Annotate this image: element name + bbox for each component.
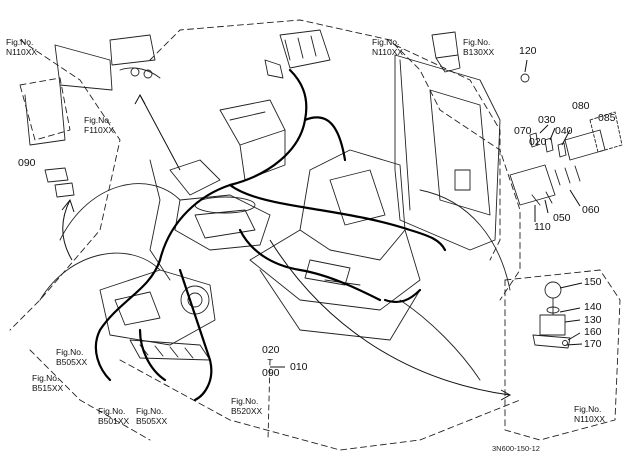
floor-dashed [119,359,521,451]
fig-prefix: Fig.No. [98,406,126,416]
leader-120 [524,59,528,73]
inset-box-dashed [504,269,621,441]
part-number-130[interactable]: 130 [584,314,602,326]
part-number-030[interactable]: 030 [538,114,556,126]
cab-outline-dashed [149,19,521,301]
bracket-inset [19,77,71,141]
fig-code: B515XX [32,383,64,393]
fig-code: N110XX [372,47,404,57]
battery [219,99,286,146]
part-number-020-range[interactable]: 020 [262,344,280,356]
fig-prefix: Fig.No. [231,396,259,406]
right-fender [419,189,511,291]
harness-cluster [99,269,216,346]
relay-block-top [279,29,331,69]
steering-console [174,194,271,251]
fig-ref-b505-left[interactable]: Fig.No. B505XX [56,347,87,367]
fig-ref-n110-top-mid[interactable]: Fig.No. N110XX [372,37,403,57]
part-number-040[interactable]: 040 [555,125,573,137]
part-number-010[interactable]: 010 [290,361,308,373]
fig-prefix: Fig.No. [463,37,491,47]
leader-140 [559,307,581,313]
part-number-090[interactable]: 090 [18,157,36,169]
fig-prefix: Fig.No. [372,37,400,47]
part-number-060[interactable]: 060 [582,204,600,216]
part-number-050[interactable]: 050 [553,212,571,224]
relay-090 [44,167,69,183]
fig-code: B505XX [56,357,88,367]
fig-code: N110XX [574,414,606,424]
fig-prefix: Fig.No. [32,373,60,383]
part-number-090-range[interactable]: 090 [262,367,280,379]
connector-b130 [431,31,459,59]
leader-160 [567,332,581,341]
fig-code: B130XX [463,47,495,57]
drawing-code: 3N600-150-12 [492,444,540,453]
fig-ref-b515[interactable]: Fig.No. B515XX [32,373,63,393]
leader-170 [565,343,583,346]
leader-050 [544,199,549,214]
fig-ref-n110-top-left[interactable]: Fig.No. N110XX [6,37,37,57]
part-number-020[interactable]: 020 [529,136,547,148]
lower-body-dashed [29,349,151,441]
part-number-140[interactable]: 140 [584,301,602,313]
range-separator: ~ [267,354,274,366]
fig-prefix: Fig.No. [56,347,84,357]
part-number-160[interactable]: 160 [584,326,602,338]
arrow-090 [62,199,73,261]
fig-prefix: Fig.No. [84,115,112,125]
fig-ref-b130[interactable]: Fig.No. B130XX [463,37,494,57]
part-number-170[interactable]: 170 [584,338,602,350]
left-fender [59,183,181,241]
fig-code: B505XX [136,416,168,426]
fig-ref-b505-bottom[interactable]: Fig.No. B505XX [136,406,167,426]
fig-code: B501XX [98,416,130,426]
part-number-085[interactable]: 085 [598,112,616,124]
fig-ref-b501[interactable]: Fig.No. B501XX [98,406,129,426]
fig-ref-f110[interactable]: Fig.No. F110XX [84,115,114,135]
fig-code: B520XX [231,406,263,416]
arrow-inset [269,239,511,396]
part-number-120[interactable]: 120 [519,45,537,57]
leader-130 [564,319,581,323]
arrow-bracket [139,94,181,171]
part-number-150[interactable]: 150 [584,276,602,288]
fig-prefix: Fig.No. [574,404,602,414]
leader-150 [559,282,583,289]
part-number-070[interactable]: 070 [514,125,532,137]
pillar-dashed [267,359,271,441]
fig-ref-b520[interactable]: Fig.No. B520XX [231,396,262,416]
part-number-110[interactable]: 110 [534,221,551,233]
operator-seat [299,149,406,261]
leader-parts [539,124,571,146]
leader-060 [569,189,581,207]
left-body-dashed [9,39,121,331]
fig-prefix: Fig.No. [136,406,164,416]
part-number-080[interactable]: 080 [572,100,590,112]
rear-panel [394,54,501,251]
fig-code: F110XX [84,125,115,135]
wire-harness-main [158,68,308,262]
fig-prefix: Fig.No. [6,37,34,47]
fig-code: N110XX [6,47,38,57]
fig-ref-n110-bottom-right[interactable]: Fig.No. N110XX [574,404,605,424]
cap-150 [544,281,562,299]
